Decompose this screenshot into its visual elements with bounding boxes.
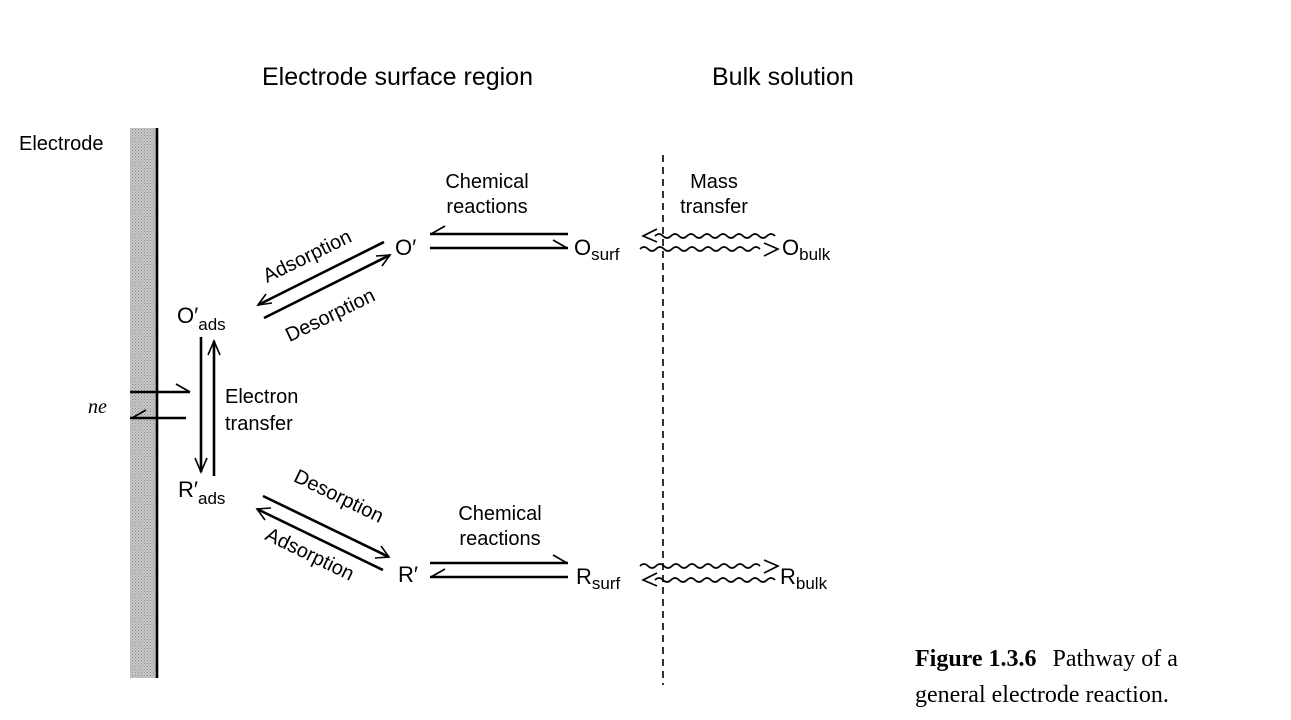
species-o-prime: O′ xyxy=(395,235,416,260)
mass-transfer-bottom-forward-arrow xyxy=(639,559,780,574)
species-r-surf: Rsurf xyxy=(576,564,621,593)
figure-caption-text-1: Pathway of a xyxy=(1053,646,1179,672)
electron-transfer-up-arrow xyxy=(207,338,221,476)
species-o-bulk: Obulk xyxy=(782,235,831,264)
mass-transfer-line2: transfer xyxy=(680,196,748,218)
mass-transfer-bottom-back-arrow xyxy=(641,572,776,587)
electron-transfer-label-line2: transfer xyxy=(225,413,293,435)
electron-transfer-label-line1: Electron xyxy=(225,386,298,408)
adsorption-bottom-arrow xyxy=(255,507,384,572)
desorption-bottom-arrow xyxy=(262,494,391,559)
chemical-reaction-top-back-arrow xyxy=(430,225,568,236)
species-o-surf: Osurf xyxy=(574,235,620,264)
mass-transfer-top-back-arrow xyxy=(641,228,776,243)
chemical-reaction-top-forward-arrow xyxy=(430,239,568,250)
figure-caption-label: Figure 1.3.6 xyxy=(915,646,1037,672)
desorption-bottom-label: Desorption xyxy=(290,466,387,528)
electron-out-arrow xyxy=(130,409,186,420)
chemical-reactions-bottom-line1: Chemical xyxy=(458,503,541,525)
figure-caption-line2: general electrode reaction. xyxy=(915,682,1169,708)
electrons-ne-label: ne xyxy=(88,396,107,418)
mass-transfer-line1: Mass xyxy=(690,171,738,193)
chemical-reaction-bottom-forward-arrow xyxy=(430,554,568,565)
electron-transfer-down-arrow xyxy=(194,337,208,475)
header-surface-region: Electrode surface region xyxy=(262,63,533,91)
chemical-reaction-bottom-back-arrow xyxy=(430,568,568,579)
adsorption-top-arrow xyxy=(256,240,385,307)
mass-transfer-top-forward-arrow xyxy=(639,242,780,257)
electrode-label: Electrode xyxy=(19,133,104,155)
chemical-reactions-bottom-line2: reactions xyxy=(459,528,540,550)
electrode-bar xyxy=(130,128,156,678)
chemical-reactions-top-line2: reactions xyxy=(446,196,527,218)
desorption-top-arrow xyxy=(263,253,392,320)
header-bulk-solution: Bulk solution xyxy=(712,63,854,91)
chemical-reactions-top-line1: Chemical xyxy=(445,171,528,193)
species-r-bulk: Rbulk xyxy=(780,564,828,593)
electron-in-arrow xyxy=(130,383,191,394)
species-r-ads: R′ads xyxy=(178,477,225,508)
adsorption-bottom-label: Adsorption xyxy=(262,524,358,586)
figure-caption-line1: Figure 1.3.6 Pathway of a xyxy=(915,646,1178,672)
desorption-top-label: Desorption xyxy=(282,285,379,347)
species-r-prime: R′ xyxy=(398,562,418,587)
species-o-ads: O′ads xyxy=(177,303,226,334)
